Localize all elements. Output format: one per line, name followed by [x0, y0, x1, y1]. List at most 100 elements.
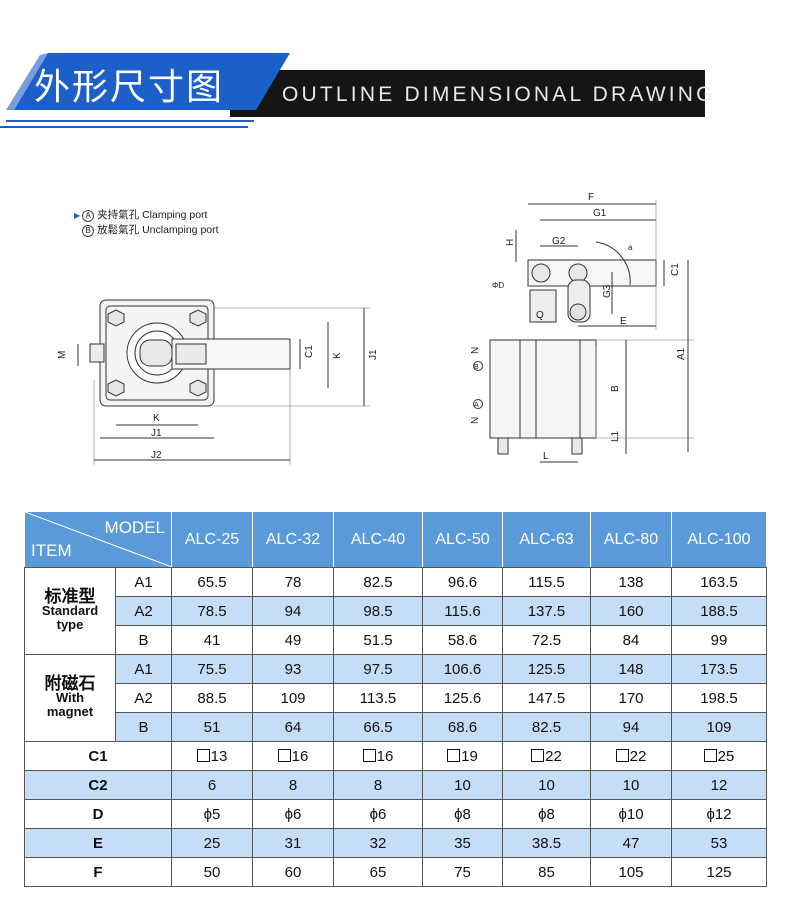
- cell: 49: [252, 625, 334, 655]
- square-icon: [703, 748, 717, 762]
- cell: 8: [333, 770, 423, 800]
- dim-k-horizontal: K: [153, 413, 160, 424]
- cell: 94: [252, 596, 334, 626]
- table-row: A2 78.5 94 98.5 115.6 137.5 160 188.5: [25, 596, 767, 626]
- cell: 148: [590, 654, 672, 684]
- cell: 47: [590, 828, 672, 858]
- group-standard-cn: 标准型: [44, 587, 96, 606]
- cell: 22: [502, 741, 591, 771]
- cell: 163.5: [671, 567, 767, 597]
- legend-unclamping-cn: 放鬆氣孔: [97, 224, 140, 236]
- legend-clamping-cn: 夹持氣孔: [97, 209, 140, 221]
- group-magnet-en1: With: [55, 690, 85, 705]
- dim-g2: G2: [552, 236, 566, 247]
- cell: 38.5: [502, 828, 591, 858]
- cell: 31: [252, 828, 334, 858]
- cell: 72.5: [502, 625, 591, 655]
- cell: 93: [252, 654, 334, 684]
- cell: 16: [252, 741, 334, 771]
- cell: ϕ5: [171, 799, 253, 829]
- cell: 96.6: [422, 567, 503, 597]
- dim-k-vertical: K: [332, 352, 343, 359]
- cell: 188.5: [671, 596, 767, 626]
- table-header-row: MODEL ITEM ALC-25 ALC-32 ALC-40 ALC-50 A…: [24, 511, 767, 568]
- cell: 84: [590, 625, 672, 655]
- title-cn: 外形尺寸图: [34, 67, 225, 108]
- dim-d: ΦD: [492, 281, 504, 290]
- dim-c1-left: C1: [304, 345, 315, 358]
- cell: 19: [422, 741, 503, 771]
- row-label: C1: [24, 741, 172, 771]
- cell: 75: [422, 857, 503, 887]
- table-row: D ϕ5 ϕ6 ϕ6 ϕ8 ϕ8 ϕ10 ϕ12: [24, 799, 767, 829]
- cell: 97.5: [333, 654, 423, 684]
- square-icon: [277, 748, 291, 762]
- legend-clamping-en: Clamping port: [142, 209, 208, 221]
- corner-model-label: MODEL: [104, 518, 165, 537]
- model-header: ALC-100: [671, 511, 767, 568]
- dim-l: L: [543, 451, 549, 462]
- square-icon: [362, 748, 376, 762]
- banner-shape: [0, 53, 705, 128]
- cell: 50: [171, 857, 253, 887]
- square-icon: [615, 748, 629, 762]
- cell: ϕ8: [502, 799, 591, 829]
- cell: 115.5: [502, 567, 591, 597]
- row-label: A1: [115, 567, 172, 597]
- table-row: C1 13 16 16 19 22 22 25: [24, 741, 767, 771]
- corner-item-label: ITEM: [31, 541, 72, 560]
- cell: 41: [171, 625, 253, 655]
- table-row: B 41 49 51.5 58.6 72.5 84 99: [25, 625, 767, 655]
- cell: 22: [590, 741, 672, 771]
- cell: 105: [590, 857, 672, 887]
- cell: 198.5: [671, 683, 767, 713]
- cell: 115.6: [422, 596, 503, 626]
- group-magnet-cn: 附磁石: [44, 674, 96, 693]
- table-corner-cell: MODEL ITEM: [24, 511, 172, 568]
- cell: 160: [590, 596, 672, 626]
- cell: 82.5: [333, 567, 423, 597]
- row-label: D: [24, 799, 172, 829]
- model-header: ALC-32: [252, 511, 334, 568]
- cell: 99: [671, 625, 767, 655]
- cell: 32: [333, 828, 423, 858]
- dim-n-lower: N: [470, 417, 481, 424]
- port-a-label: A: [474, 402, 479, 409]
- group-magnet: 附磁石 With magnet: [24, 654, 116, 742]
- cell: 10: [422, 770, 503, 800]
- row-label: C2: [24, 770, 172, 800]
- cell: 60: [252, 857, 334, 887]
- dim-e: E: [620, 316, 627, 327]
- group-standard-en1: Standard: [41, 603, 99, 618]
- side-view: [473, 200, 694, 463]
- cell: 82.5: [502, 712, 591, 742]
- square-icon: [531, 748, 545, 762]
- cell: 94: [590, 712, 672, 742]
- cell: 53: [671, 828, 767, 858]
- group-standard-en2: type: [56, 617, 84, 632]
- legend-unclamping-en: Unclamping port: [142, 224, 219, 236]
- cell: 16: [333, 741, 423, 771]
- table-row: E 25 31 32 35 38.5 47 53: [24, 828, 767, 858]
- cell: 6: [171, 770, 253, 800]
- cell: 88.5: [171, 683, 253, 713]
- dim-g3: G3: [602, 284, 613, 298]
- cell: 13: [171, 741, 253, 771]
- cell: 137.5: [502, 596, 591, 626]
- dim-q: Q: [536, 310, 544, 321]
- outline-drawing: M C1 K J1 K J1 J2: [57, 192, 694, 465]
- dim-f: F: [588, 192, 594, 203]
- table-row: C2 6 8 8 10 10 10 12: [24, 770, 767, 800]
- dim-a: a: [628, 243, 633, 252]
- cell: ϕ12: [671, 799, 767, 829]
- dim-n-upper: N: [470, 347, 481, 354]
- spec-table: MODEL ITEM ALC-25 ALC-32 ALC-40 ALC-50 A…: [24, 511, 767, 887]
- model-header: ALC-25: [171, 511, 253, 568]
- cell: 65.5: [171, 567, 253, 597]
- cell: 68.6: [422, 712, 503, 742]
- cell: 66.5: [333, 712, 423, 742]
- cell: 75.5: [171, 654, 253, 684]
- dim-m: M: [57, 351, 68, 359]
- cell: ϕ6: [252, 799, 334, 829]
